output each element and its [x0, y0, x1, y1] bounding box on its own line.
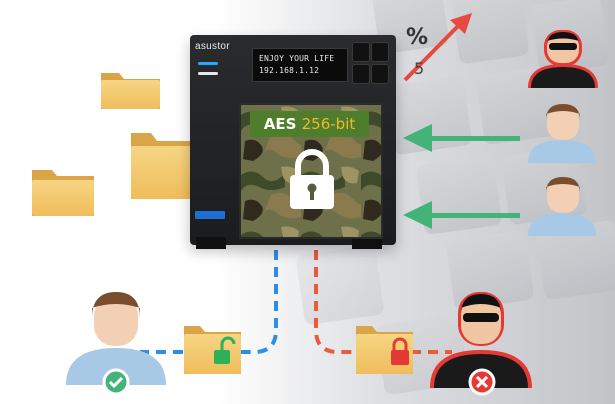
lcd-line-2: 192.168.1.12	[259, 66, 320, 75]
padlock-icon	[391, 337, 409, 365]
folder-icon	[32, 170, 94, 216]
percent-key-icon: % 5	[406, 25, 428, 78]
blue-dashed-line	[140, 250, 278, 354]
green-arrow	[403, 124, 520, 152]
device-button[interactable]	[371, 42, 389, 62]
svg-text:%: %	[406, 25, 428, 50]
status-led	[198, 72, 218, 75]
green-arrow	[403, 201, 520, 229]
status-led	[198, 62, 218, 65]
device-button[interactable]	[352, 42, 370, 62]
hacker-icon	[528, 30, 598, 88]
device-buttons	[352, 42, 390, 86]
device-foot	[196, 237, 226, 249]
device-button[interactable]	[352, 64, 370, 84]
check-badge-icon	[102, 368, 130, 396]
encryption-label-bits: 256-bit	[301, 115, 356, 133]
encryption-label-aes: AES	[263, 115, 297, 133]
user-icon	[528, 177, 596, 236]
orange-dashed-line	[314, 250, 452, 354]
lcd-line-1: ENJOY YOUR LIFE	[259, 54, 335, 63]
folder-icon	[131, 133, 197, 199]
svg-text:5: 5	[414, 59, 424, 78]
encryption-label: AES 256-bit	[250, 111, 369, 137]
cross-badge-icon	[468, 368, 496, 396]
red-arrow	[403, 13, 472, 82]
user-icon	[66, 292, 166, 385]
user-icon	[528, 104, 596, 163]
device-foot	[352, 237, 382, 249]
padlock-icon	[290, 149, 334, 209]
device-brand: asustor	[195, 41, 230, 52]
folder-icon	[184, 326, 241, 374]
lcd-display: ENJOY YOUR LIFE 192.168.1.12	[252, 48, 348, 82]
device-button[interactable]	[371, 64, 389, 84]
unlocked-padlock-icon	[214, 336, 236, 364]
usb-port	[195, 211, 225, 219]
folder-icon	[101, 73, 160, 109]
